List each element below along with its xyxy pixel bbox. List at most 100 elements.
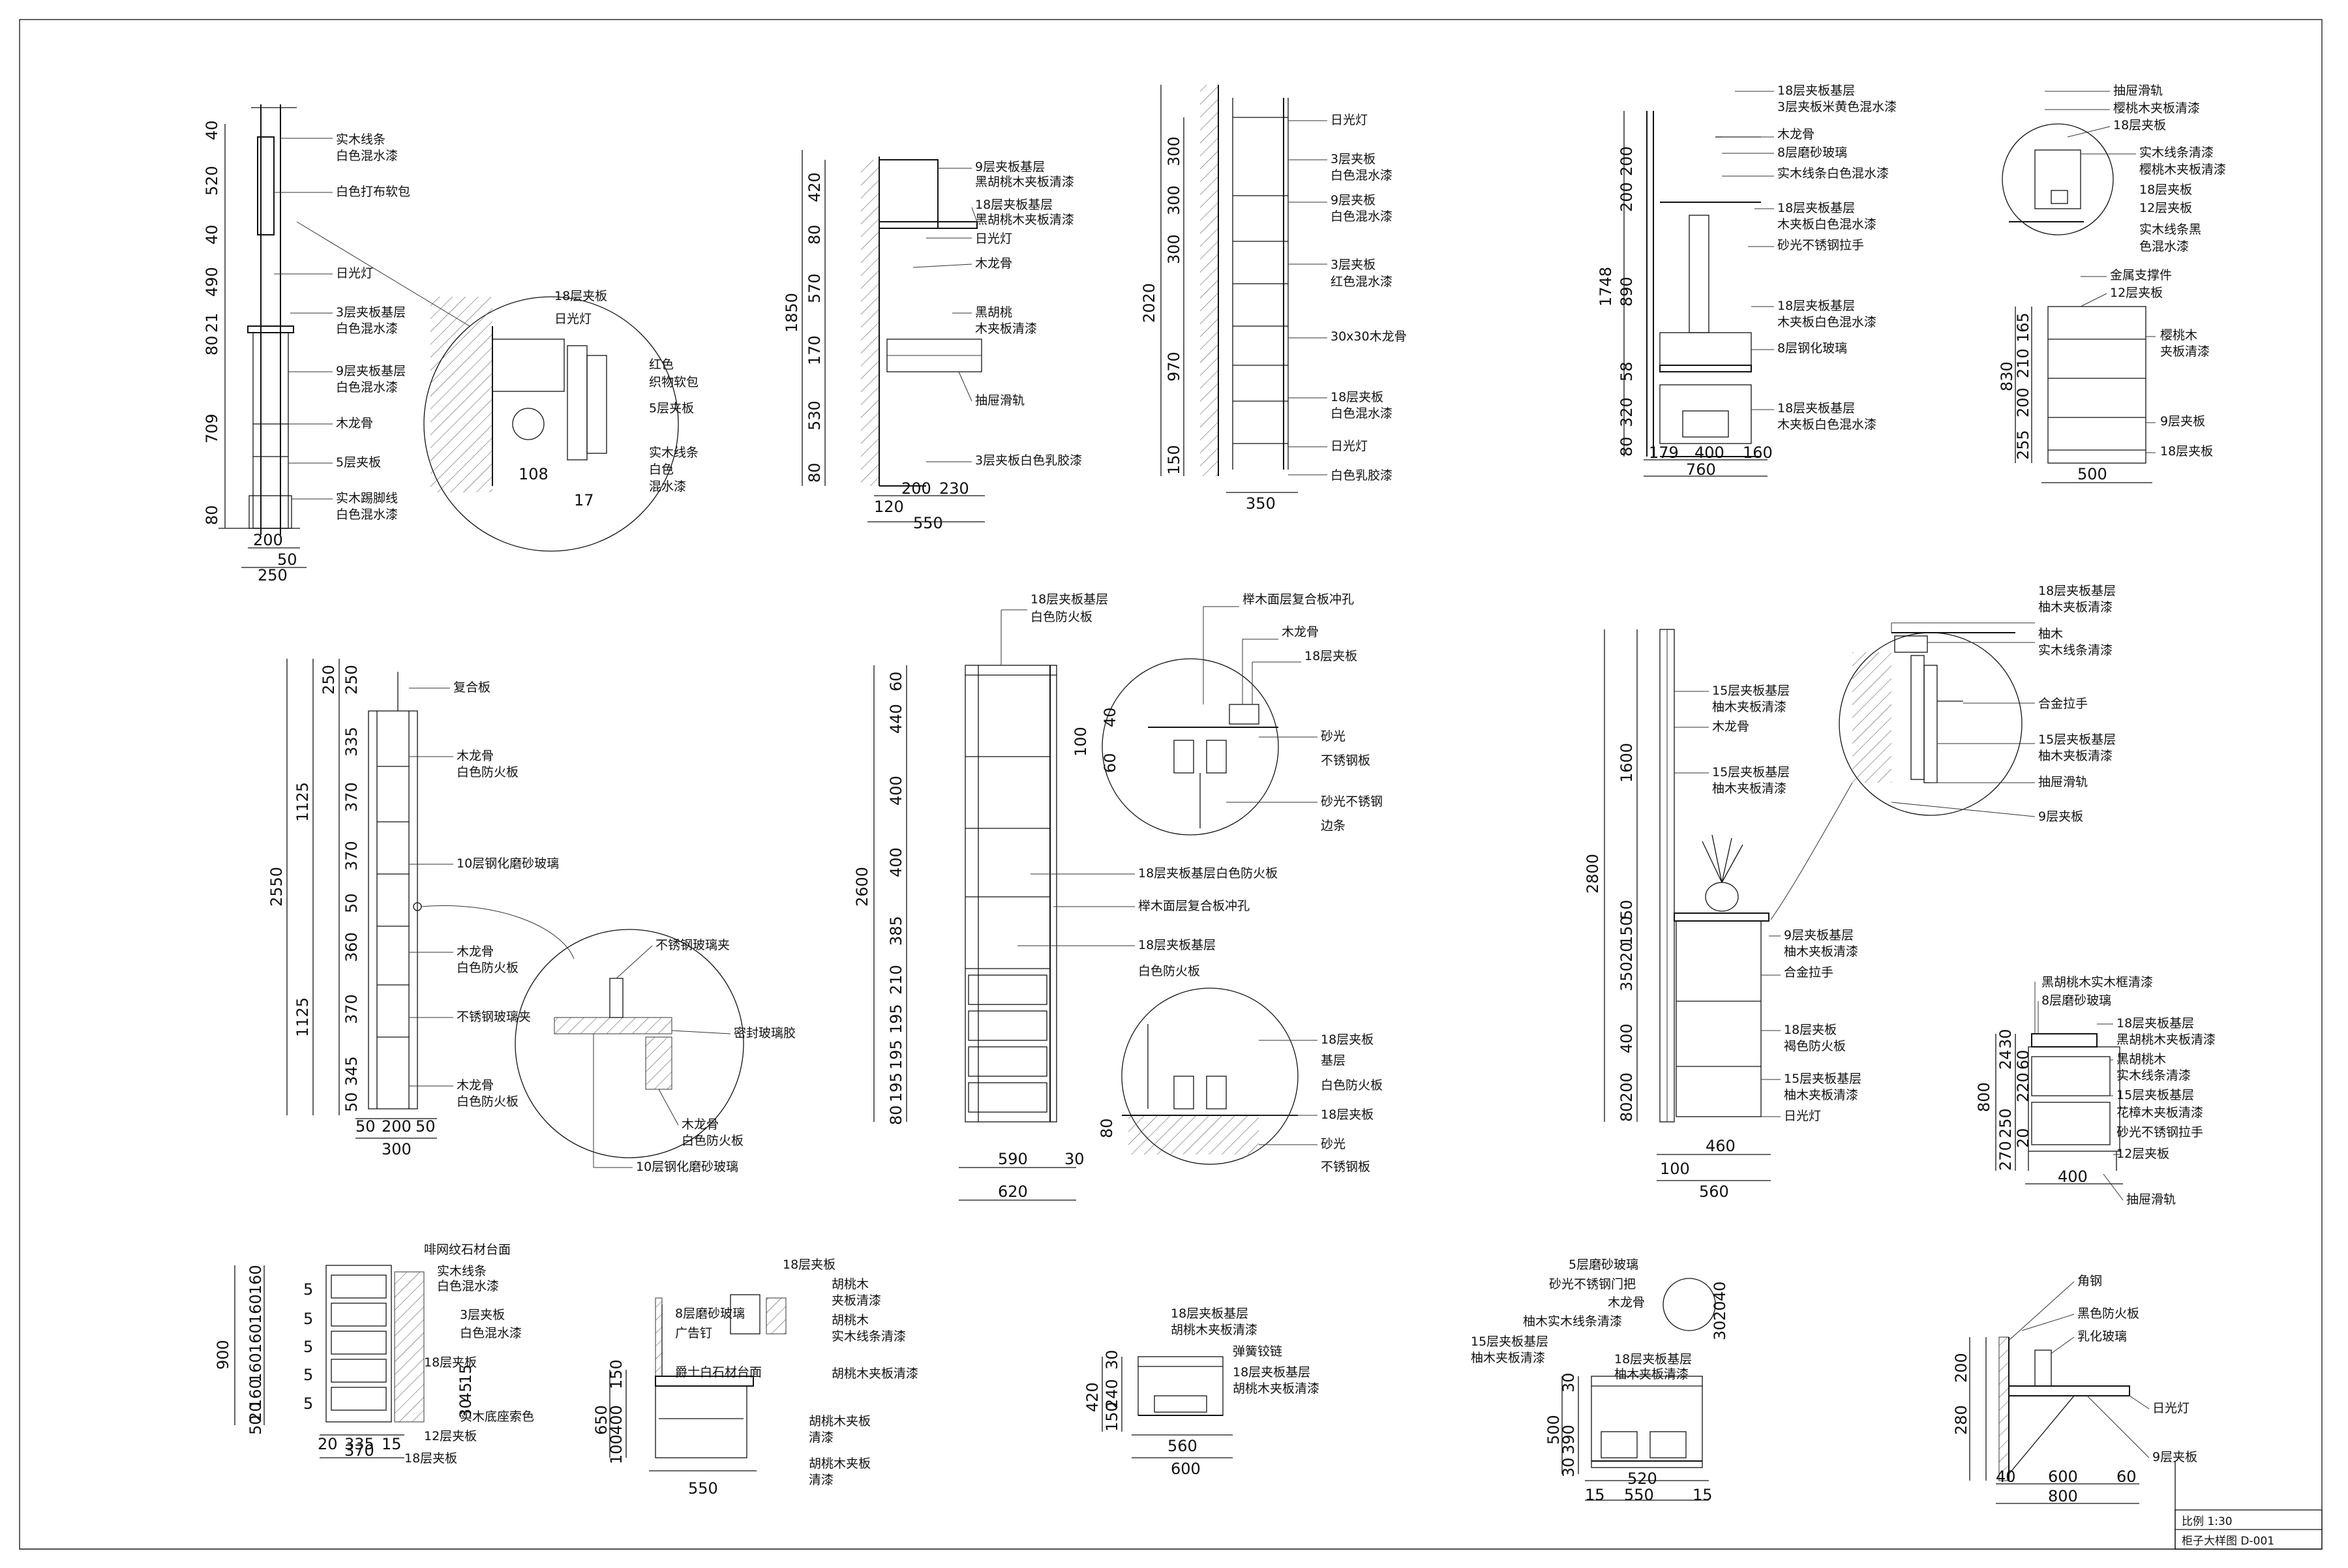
d7-note: 18层夹板基层白色防火板 <box>1138 866 1278 881</box>
d7-vdim: 400 <box>887 776 905 806</box>
d14-hdim: 600 <box>2048 1468 2078 1486</box>
d3-note: 日光灯 <box>1331 113 1368 127</box>
d6-vdim: 370 <box>342 994 361 1024</box>
d7-callout-note: 砂光不锈钢 <box>1321 794 1383 809</box>
d7-callout-dim: 60 <box>1101 753 1119 773</box>
detail-12: 420 30 240 150 560 600 18层夹板基层 胡桃木夹板清漆 弹… <box>1083 1306 1319 1478</box>
d8-note: 18层夹板 <box>1784 1023 1837 1037</box>
d12-hdim: 560 <box>1167 1437 1197 1455</box>
d13-callout-dim: 20 <box>1711 1301 1729 1321</box>
d12-hdim: 600 <box>1171 1460 1201 1478</box>
d9-note: 黑胡桃木 <box>2116 1052 2166 1066</box>
d9-note: 8层磨砂玻璃 <box>2041 993 2111 1008</box>
d5-note: 樱桃木夹板清漆 <box>2139 162 2226 177</box>
detail-7: 2600 60 440 400 400 385 210 195 195 195 … <box>853 592 1383 1201</box>
d6-note: 木龙骨 <box>457 944 494 959</box>
d7-callout-note: 木龙骨 <box>1282 625 1319 639</box>
detail-9: 800 30 24 60 220 250 20 270 400 黑胡桃木实木框清… <box>1975 975 2216 1207</box>
d13-vdim: 30 <box>1559 1372 1578 1393</box>
d2-note: 日光灯 <box>975 232 1012 246</box>
d7-callout-note: 不锈钢板 <box>1321 753 1370 768</box>
d1-vdim: 80 <box>203 335 221 355</box>
d1-note: 日光灯 <box>336 266 373 280</box>
d11-note: 胡桃木夹板 <box>809 1456 871 1471</box>
title-block: 比例 1:30 柜子大样图 D-001 <box>2175 1461 2323 1550</box>
d6-hdim: 50 <box>355 1117 376 1136</box>
d10-note: 18层夹板 <box>424 1355 477 1370</box>
d13-note: 砂光不锈钢门把 <box>1549 1277 1636 1291</box>
d3-note: 日光灯 <box>1331 439 1368 453</box>
d9-vdim: 20 <box>2014 1128 2032 1148</box>
d12-note: 18层夹板基层 <box>1233 1365 1310 1380</box>
d2-hdim: 200 <box>901 479 931 498</box>
d1-note: 木龙骨 <box>336 416 373 430</box>
d8-callout-note: 柚木 <box>2038 627 2063 641</box>
d1-note: 白色混水漆 <box>336 507 398 522</box>
d3-note: 3层夹板 <box>1331 152 1376 166</box>
d8-callout-note: 合金拉手 <box>2038 697 2088 711</box>
d2-note: 黑胡桃木夹板清漆 <box>975 213 1074 227</box>
d11-callout-note: 胡桃木 <box>832 1313 869 1327</box>
d13-note: 柚木夹板清漆 <box>1614 1367 1689 1381</box>
d6-vdim: 50 <box>342 893 361 913</box>
d5-hdim: 500 <box>2077 465 2107 483</box>
d7-callout-note: 18层夹板 <box>1304 649 1357 663</box>
d11-total-dim: 650 <box>592 1405 610 1435</box>
d14-note: 角钢 <box>2077 1274 2102 1288</box>
d3-note: 白色乳胶漆 <box>1331 468 1392 483</box>
d10-vdim: 160 <box>247 1379 265 1409</box>
d8-note: 15层夹板基层 <box>1784 1072 1861 1086</box>
d8-note: 木龙骨 <box>1712 719 1749 734</box>
d1-vdim: 520 <box>203 166 221 196</box>
d8-note: 合金拉手 <box>1784 965 1833 980</box>
d11-note: 清漆 <box>809 1430 834 1445</box>
d11-note: 胡桃木夹板 <box>809 1414 871 1428</box>
d12-note: 胡桃木夹板清漆 <box>1171 1323 1257 1337</box>
d1-callout-note: 混水漆 <box>649 479 686 494</box>
d13-note: 15层夹板基层 <box>1471 1334 1548 1349</box>
d3-note: 9层夹板 <box>1331 193 1376 207</box>
d1-vdim: 40 <box>203 120 221 140</box>
drawing-title: 柜子大样图 D-001 <box>2182 1535 2274 1548</box>
d4-note: 木夹板白色混水漆 <box>1777 315 1876 329</box>
d9-hdim: 400 <box>2058 1168 2088 1186</box>
d8-note: 15层夹板基层 <box>1712 765 1790 779</box>
d14-note: 9层夹板 <box>2152 1450 2197 1464</box>
d11-callout-note: 胡桃木夹板清漆 <box>832 1366 918 1381</box>
d10-vdim: 160 <box>247 1353 265 1383</box>
d6-note: 白色防火板 <box>457 961 519 975</box>
d8-callout-note: 15层夹板基层 <box>2038 732 2116 747</box>
d10-hdim: 15 <box>382 1435 402 1453</box>
d10-side-dim: 5 <box>303 1280 313 1299</box>
d5-note: 樱桃木夹板清漆 <box>2113 101 2200 115</box>
d10-note: 白色混水漆 <box>437 1279 499 1293</box>
d7-callout-note: 榉木面层复合板冲孔 <box>1242 592 1354 607</box>
d11-callout-note: 18层夹板 <box>783 1258 835 1272</box>
d7-hdim: 590 <box>998 1150 1028 1168</box>
d8-note: 柚木夹板清漆 <box>1712 700 1786 714</box>
d3-vdim: 300 <box>1165 234 1183 264</box>
d6-note: 木龙骨 <box>457 1078 494 1093</box>
d4-note: 18层夹板基层 <box>1777 401 1855 415</box>
detail-4: 1748 200 200 890 58 320 80 179 400 160 7… <box>1597 83 1897 479</box>
d12-note: 18层夹板基层 <box>1171 1306 1248 1321</box>
d5-vdim: 200 <box>2014 387 2032 417</box>
d10-callout-dim: 45 <box>457 1382 475 1402</box>
d10-hdim: 20 <box>318 1435 338 1453</box>
d9-note: 抽屉滑轨 <box>2126 1192 2176 1207</box>
d6-vdim: 250 <box>320 665 338 695</box>
d8-callout-note: 9层夹板 <box>2038 809 2083 824</box>
detail-10: 900 160 160 160 160 160 20 50 5 5 5 5 5 … <box>214 1243 534 1466</box>
d7-hdim: 620 <box>998 1183 1028 1201</box>
d8-note: 日光灯 <box>1784 1109 1821 1123</box>
d8-vdim: 400 <box>1618 1023 1636 1053</box>
d1-hdim: 50 <box>277 550 297 569</box>
d14-note: 乳化玻璃 <box>2077 1329 2127 1344</box>
d10-side-dim: 5 <box>303 1310 313 1328</box>
d2-note: 3层夹板白色乳胶漆 <box>975 453 1082 468</box>
d7-total-dim: 2600 <box>853 867 871 907</box>
d5-note: 18层夹板 <box>2139 183 2192 197</box>
d10-callout-dim: 15 <box>457 1364 475 1384</box>
d13-callout-dim: 40 <box>1711 1281 1729 1301</box>
d2-note: 抽屉滑轨 <box>975 393 1025 408</box>
